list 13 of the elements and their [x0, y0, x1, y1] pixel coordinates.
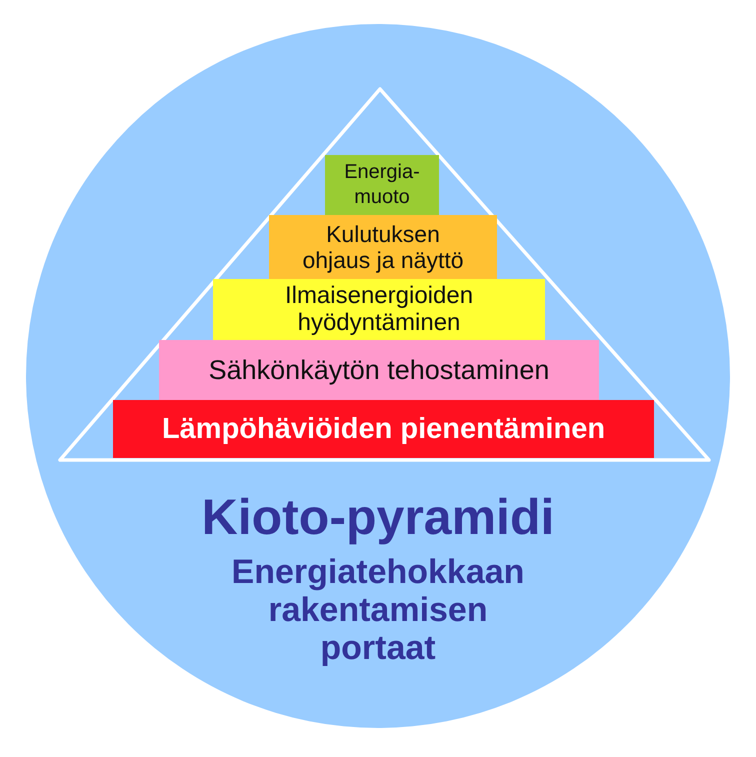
- pyramid-subtitle: Energiatehokkaan rakentamisen portaat: [230, 553, 526, 668]
- tier-label: Kulutuksen ohjaus ja näyttö: [301, 220, 465, 274]
- tier-label: Sähkönkäytön tehostaminen: [208, 354, 550, 386]
- tier-label: Lämpöhäviöiden pienentäminen: [162, 412, 606, 446]
- tier-label: Ilmaisenergioiden hyödyntäminen: [284, 283, 474, 336]
- pyramid-outline: [57, 86, 712, 463]
- pyramid-title: Kioto-pyramidi: [200, 489, 556, 546]
- pyramid-tier: [159, 340, 599, 400]
- pyramid-tier: [113, 400, 654, 458]
- pyramid-tier: [269, 215, 497, 279]
- tier-label: Energia-muoto: [343, 160, 421, 210]
- pyramid-tier: [325, 155, 439, 215]
- pyramid-tier: [213, 279, 545, 340]
